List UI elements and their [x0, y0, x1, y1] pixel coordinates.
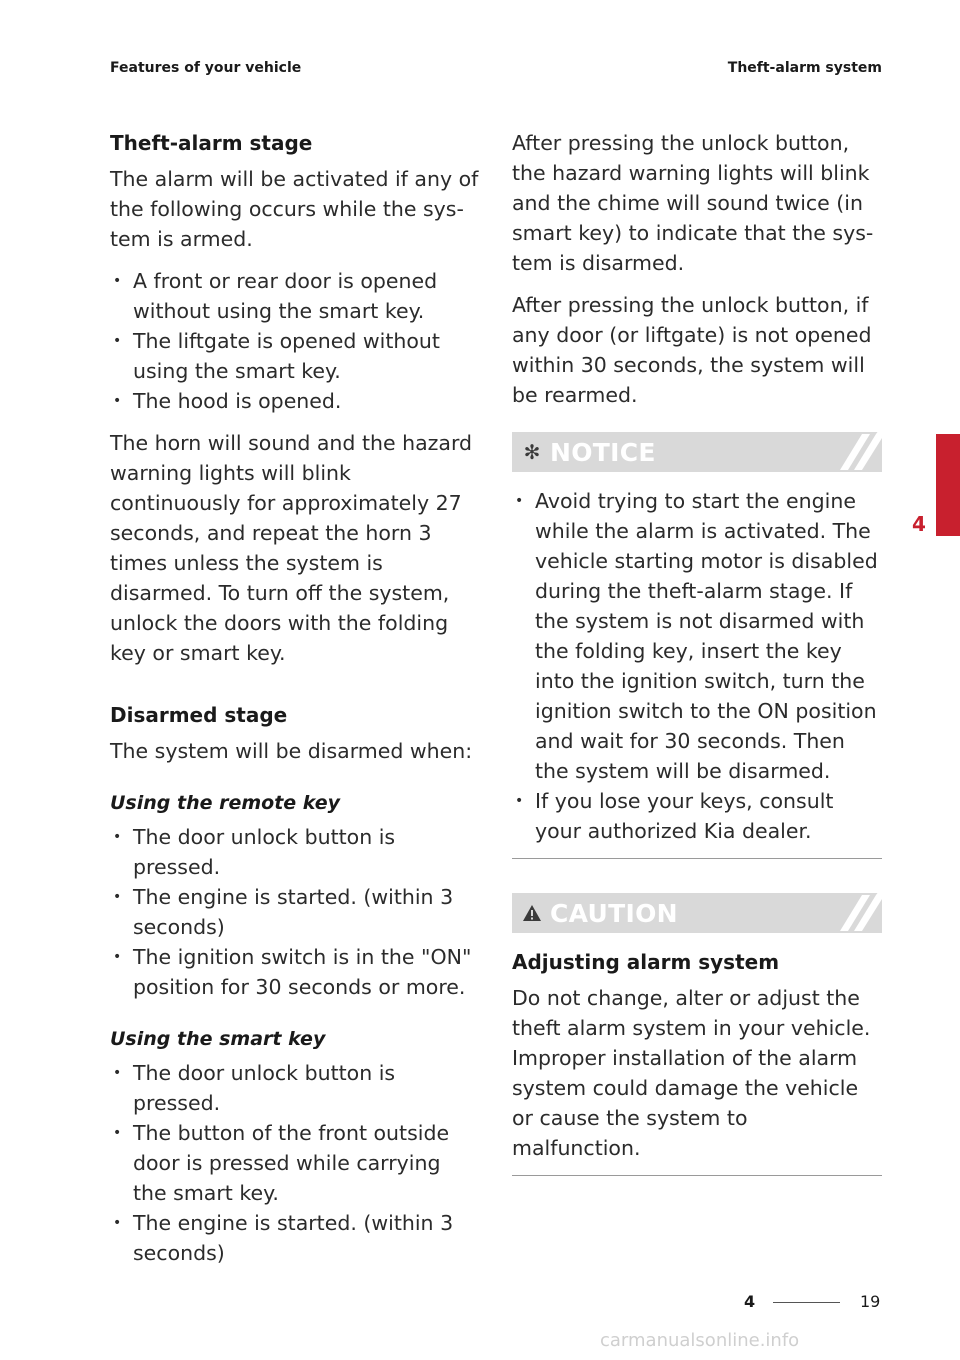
bullet-icon: •: [113, 1065, 122, 1081]
smart-key-bullets: •The door unlock button is pressed. •The…: [110, 1058, 480, 1268]
notice-divider: [512, 858, 882, 859]
list-item: •Avoid trying to start the engine while …: [512, 486, 882, 786]
slashes-decoration-icon: [840, 432, 882, 470]
bullet-icon: •: [515, 793, 524, 809]
disarm-paragraph-1: After pressing the unlock button, the ha…: [512, 131, 874, 275]
footer-page-number: 19: [860, 1292, 881, 1311]
chapter-side-number: 4: [912, 512, 926, 536]
list-item: •The button of the front outside door is…: [110, 1118, 480, 1208]
bullet-icon: •: [113, 1125, 122, 1141]
running-header-section: Features of your vehicle: [110, 60, 302, 76]
disarmed-heading: Disarmed stage: [110, 703, 288, 727]
list-item: •If you lose your keys, consult your aut…: [512, 786, 882, 846]
bullet-icon: •: [113, 1215, 122, 1231]
remote-key-heading: Using the remote key: [110, 792, 341, 814]
chapter-side-tab: [936, 434, 960, 536]
asterisk-icon: ✻: [523, 440, 541, 464]
bullet-icon: •: [113, 889, 122, 905]
theft-alarm-intro: The alarm will be activated if any of th…: [110, 167, 479, 251]
bullet-icon: •: [113, 949, 122, 965]
list-item: •The hood is opened.: [110, 386, 480, 416]
list-item: •The door unlock button is pressed.: [110, 1058, 480, 1118]
disarm-paragraph-2: After pressing the unlock button, if any…: [512, 293, 872, 407]
list-item: •The liftgate is opened without using th…: [110, 326, 480, 386]
caution-divider: [512, 1175, 882, 1176]
notice-title: NOTICE: [550, 437, 656, 467]
theft-alarm-bullets: •A front or rear door is opened without …: [110, 266, 480, 416]
caution-heading: Adjusting alarm system: [512, 950, 780, 974]
bullet-icon: •: [113, 333, 122, 349]
list-item: •The engine is started. (within 3 second…: [110, 882, 480, 942]
slashes-decoration-icon: [840, 893, 882, 931]
notice-banner: ✻ NOTICE: [512, 432, 882, 472]
notice-bullets: •Avoid trying to start the engine while …: [512, 486, 882, 846]
list-item: •The engine is started. (within 3 second…: [110, 1208, 480, 1268]
running-header-topic: Theft-alarm system: [727, 60, 882, 76]
theft-alarm-heading: Theft-alarm stage: [110, 131, 313, 155]
remote-key-bullets: •The door unlock button is pressed. •The…: [110, 822, 480, 1002]
footer-chapter: 4: [744, 1292, 756, 1311]
smart-key-heading: Using the smart key: [110, 1028, 326, 1050]
left-column: Theft-alarm stage The alarm will be acti…: [110, 128, 480, 1280]
list-item: •The ignition switch is in the "ON" posi…: [110, 942, 480, 1002]
list-item: •The door unlock button is pressed.: [110, 822, 480, 882]
watermark: carmanualsonline.info: [600, 1330, 800, 1351]
bullet-icon: •: [113, 393, 122, 409]
right-column: After pressing the unlock button, the ha…: [512, 128, 882, 1176]
footer-divider: [773, 1302, 840, 1303]
bullet-icon: •: [113, 829, 122, 845]
list-item: •A front or rear door is opened without …: [110, 266, 480, 326]
caution-text: Do not change, alter or adjust the theft…: [512, 986, 871, 1160]
bullet-icon: •: [113, 273, 122, 289]
disarmed-intro: The system will be disarmed when:: [110, 739, 473, 763]
caution-title: CAUTION: [550, 898, 678, 928]
bullet-icon: •: [515, 493, 524, 509]
caution-banner: CAUTION: [512, 893, 882, 933]
theft-alarm-paragraph: The horn will sound and the hazard warni…: [110, 431, 473, 665]
warning-triangle-icon: [523, 905, 541, 921]
